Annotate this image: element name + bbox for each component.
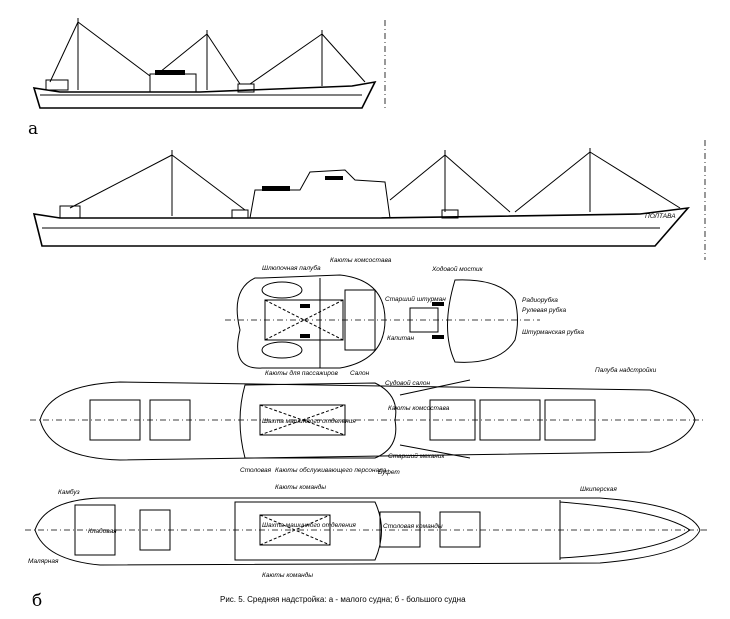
label-officers-cabins-top: Каюты комсостава xyxy=(330,257,392,264)
plan-superstructure-deck xyxy=(30,379,705,461)
plan-main-deck xyxy=(25,497,710,566)
label-nav-bridge: Ходовой мостик xyxy=(431,265,484,273)
label-galley: Камбуз xyxy=(58,488,80,496)
label-captain: Капитан xyxy=(387,335,415,342)
figure-label-a: а xyxy=(28,119,38,139)
label-chart-room: Штурманская рубка xyxy=(522,328,584,336)
label-crew-cabins-bottom: Каюты команды xyxy=(262,571,313,579)
ship-a-elevation xyxy=(32,18,386,110)
label-pantry: Кладовая xyxy=(88,527,117,535)
label-engine-casing-mid: Шахта машинного отделения xyxy=(262,417,356,425)
ship-name: ПОЛТАВА xyxy=(645,213,676,220)
label-saloon: Салон xyxy=(350,370,370,377)
label-superstructure-deck: Палуба надстройки xyxy=(595,366,657,374)
label-paint-store: Малярная xyxy=(28,558,59,565)
label-crew-mess: Столовая команды xyxy=(383,522,443,530)
ship-b-elevation: ПОЛТАВА xyxy=(32,140,706,260)
label-engine-casing-low: Шахта машинного отделения xyxy=(262,521,356,529)
label-chief-mate: Старший штурман xyxy=(385,295,446,303)
figure-caption: Рис. 5. Средняя надстройка: а - малого с… xyxy=(220,595,466,604)
label-chief-engineer: Старший механик xyxy=(388,452,445,460)
label-boat-deck: Шлюпочная палуба xyxy=(262,264,321,272)
annotation-labels: Шлюпочная палуба Каюты комсостава Ходово… xyxy=(28,257,657,579)
label-officers-cabins-mid: Каюты комсостава xyxy=(388,405,450,412)
label-skipper-store: Шкиперская xyxy=(580,486,617,493)
label-passenger-cabins: Каюты для пассажиров xyxy=(265,369,338,377)
label-buffet: Буфет xyxy=(378,469,400,476)
label-radio-room: Радиорубка xyxy=(522,296,558,304)
figure-label-b: б xyxy=(32,591,42,611)
label-mess: Столовая xyxy=(240,467,272,474)
label-service-cabins: Каюты обслуживающего персонала xyxy=(275,466,387,474)
plan-boat-deck xyxy=(225,274,540,369)
label-wheelhouse: Рулевая рубка xyxy=(522,306,566,314)
label-crew-cabins-top: Каюты команды xyxy=(275,483,326,491)
label-ship-saloon: Судовой салон xyxy=(385,379,430,387)
